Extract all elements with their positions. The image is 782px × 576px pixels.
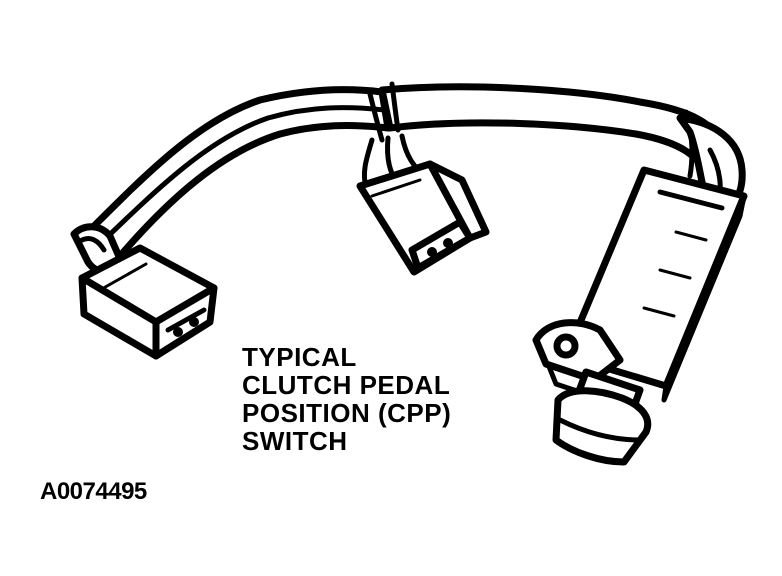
figure-id: A0074495 [40, 478, 147, 505]
switch-plunger [552, 368, 652, 466]
caption-line-3: POSITION (CPP) [242, 398, 452, 428]
harness-sleeve-left [84, 86, 392, 260]
left-connector [70, 223, 218, 360]
middle-connector [356, 160, 490, 276]
switch-body [562, 166, 748, 403]
caption-line-2: CLUTCH PEDAL [242, 370, 451, 400]
caption-line-4: SWITCH [242, 426, 348, 456]
switch-mount-clip [532, 319, 624, 399]
caption-line-1: TYPICAL [242, 342, 357, 372]
figure-caption: TYPICAL CLUTCH PEDAL POSITION (CPP) SWIT… [242, 343, 502, 455]
